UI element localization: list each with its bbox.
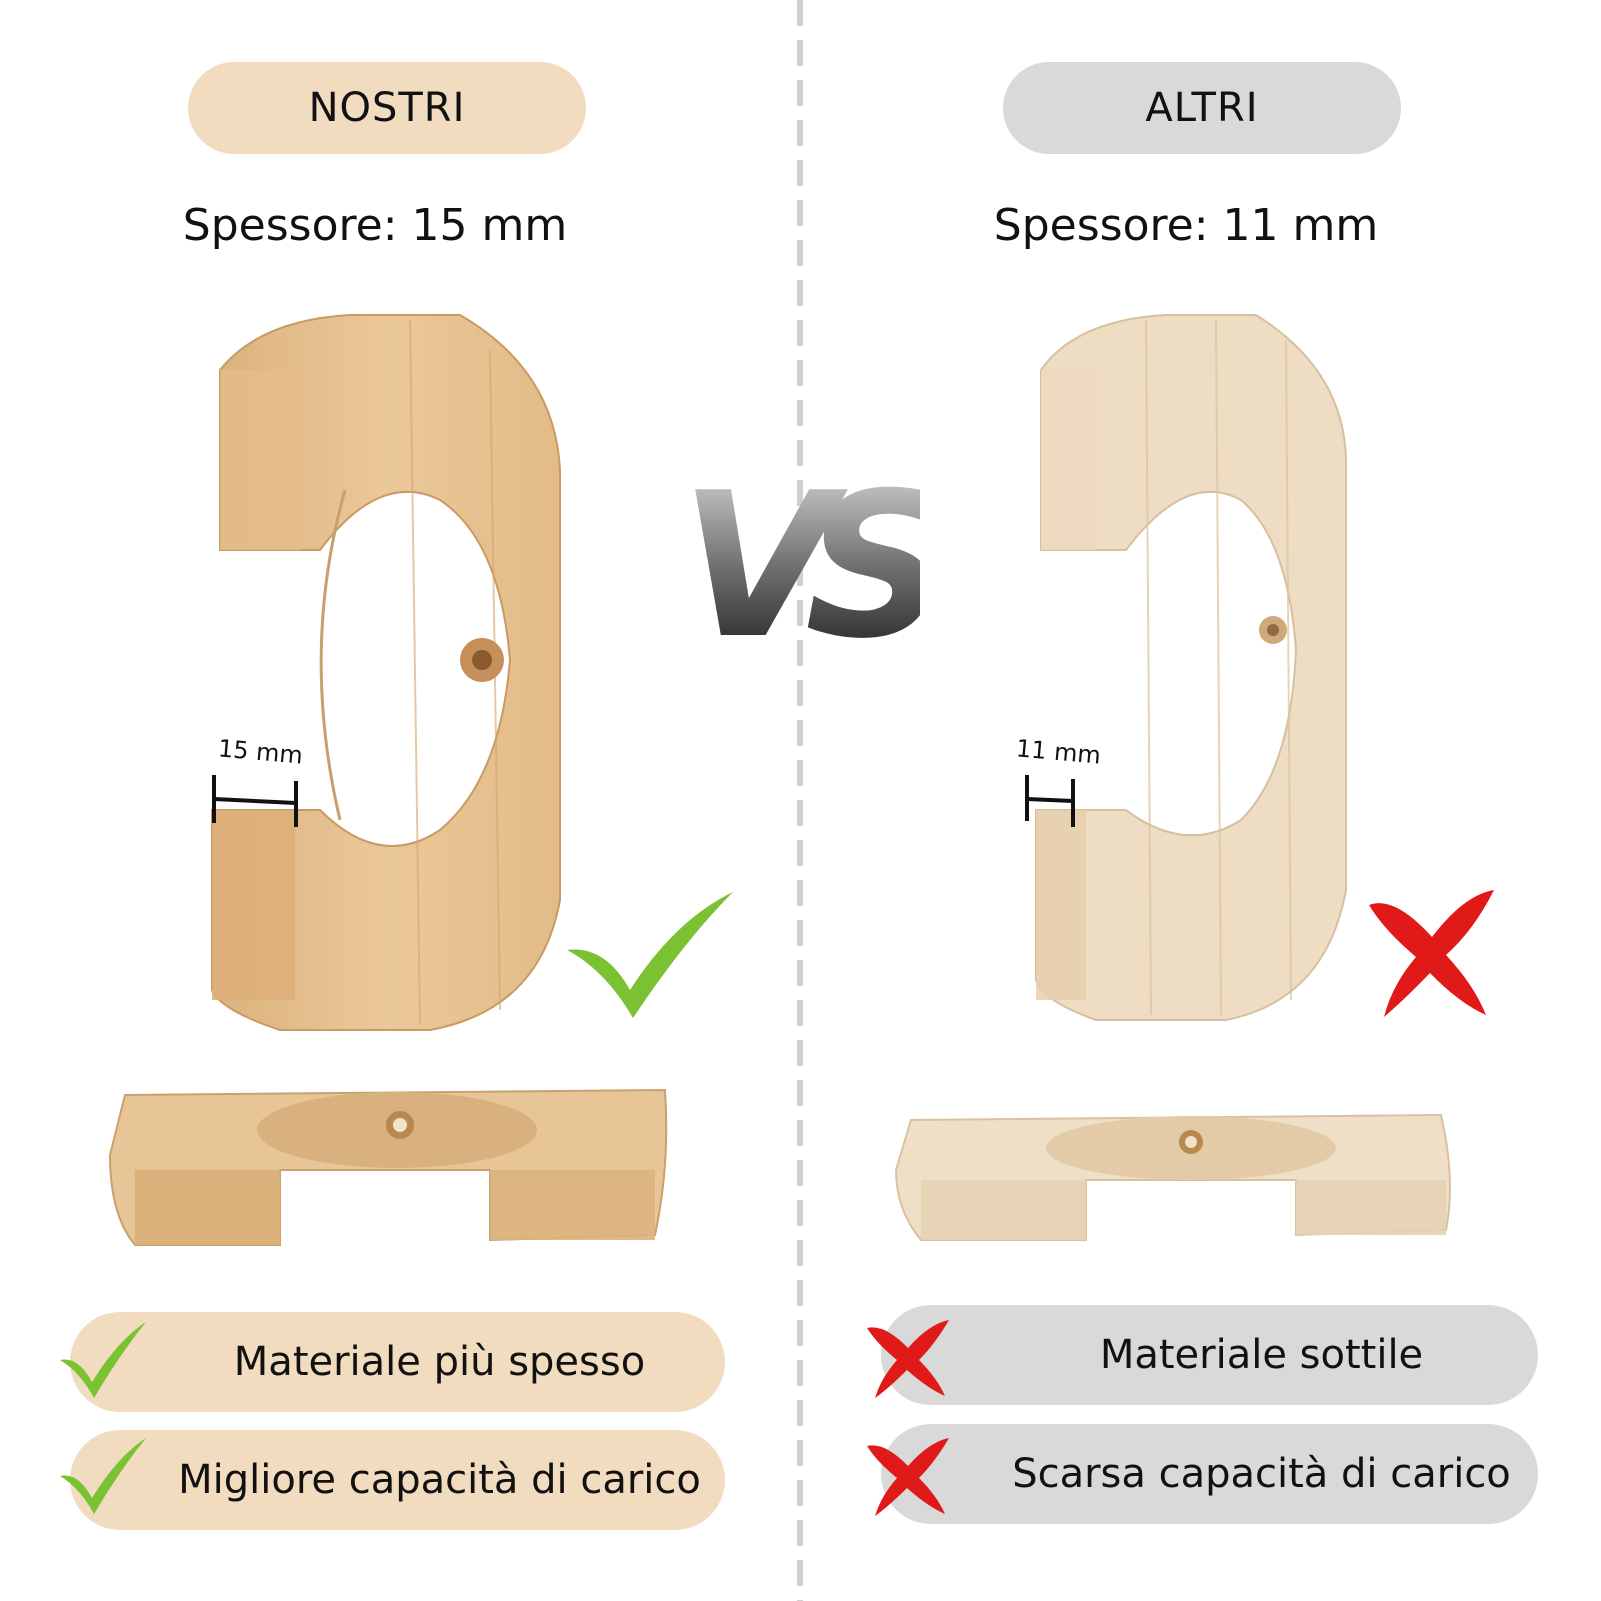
cross-icon bbox=[867, 1438, 949, 1516]
vs-text: VS bbox=[680, 460, 920, 683]
check-icon bbox=[567, 892, 733, 1018]
ours-hook-front-image bbox=[211, 314, 561, 1031]
ours-dimension-marker bbox=[212, 775, 298, 827]
others-panel: ALTRI Spessore: 11 mm 11 mm Materiale so… bbox=[801, 0, 1601, 1601]
feature-label: Scarsa capacità di carico bbox=[1012, 1451, 1511, 1497]
others-dimension-marker bbox=[1025, 775, 1075, 827]
others-feature-2: Scarsa capacità di carico bbox=[881, 1424, 1538, 1524]
others-thickness-label: Spessore: 11 mm bbox=[993, 200, 1379, 251]
ours-feature-1: Materiale più spesso bbox=[70, 1312, 725, 1412]
vs-logo: VS bbox=[680, 460, 920, 683]
ours-panel: NOSTRI Spessore: 15 mm 15 mm bbox=[0, 0, 800, 1601]
feature-label: Materiale sottile bbox=[1099, 1332, 1424, 1378]
check-icon bbox=[60, 1322, 146, 1398]
ours-thickness-label: Spessore: 15 mm bbox=[182, 200, 568, 251]
feature-label: Migliore capacità di carico bbox=[178, 1457, 701, 1503]
others-hook-side-image bbox=[894, 1113, 1451, 1241]
check-icon bbox=[60, 1438, 146, 1514]
ours-header-pill: NOSTRI bbox=[188, 62, 586, 154]
cross-icon bbox=[867, 1320, 949, 1398]
feature-label: Materiale più spesso bbox=[233, 1339, 646, 1385]
ours-feature-2: Migliore capacità di carico bbox=[70, 1430, 725, 1530]
cross-icon bbox=[1369, 890, 1494, 1017]
dashed-divider bbox=[797, 0, 803, 1601]
others-header-pill: ALTRI bbox=[1003, 62, 1401, 154]
others-feature-1: Materiale sottile bbox=[881, 1305, 1538, 1405]
ours-hook-side-image bbox=[108, 1088, 668, 1246]
others-hook-front-image bbox=[1035, 314, 1347, 1021]
